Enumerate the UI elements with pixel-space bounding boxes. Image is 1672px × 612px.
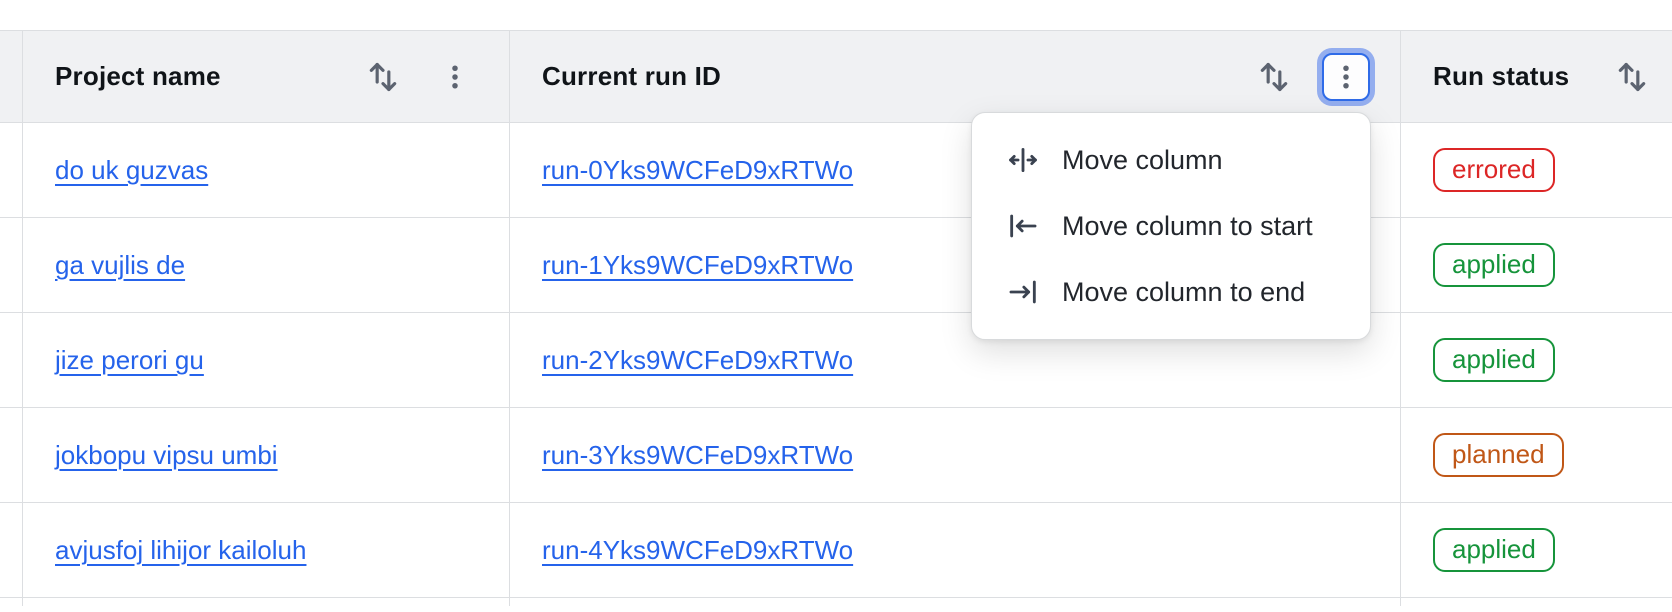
row-gutter [0, 123, 23, 217]
page-top-margin [0, 0, 1672, 30]
run-id-link[interactable]: run-4Yks9WCFeD9xRTWo [542, 534, 854, 565]
table-row: ga vujlis de run-1Yks9WCFeD9xRTWo applie… [0, 218, 1672, 313]
column-options-menu: Move column Move column to start Move co… [971, 112, 1371, 340]
sort-icon[interactable] [1612, 57, 1652, 97]
runs-table: Project name Current run ID Run status [0, 30, 1672, 606]
run-id-link[interactable]: run-1Yks9WCFeD9xRTWo [542, 249, 854, 280]
kebab-menu-icon-active[interactable] [1322, 52, 1370, 101]
column-label-current-run-id: Current run ID [542, 61, 722, 91]
header-current-run-id: Current run ID [510, 31, 1401, 122]
project-name-link[interactable]: jokbopu vipsu umbi [55, 439, 278, 470]
menu-item[interactable]: Move column to end [972, 259, 1370, 325]
move-column-to-end-icon [1006, 275, 1040, 309]
run-id-link[interactable]: run-0Yks9WCFeD9xRTWo [542, 154, 854, 185]
menu-item-label: Move column [1062, 144, 1223, 175]
run-status-badge: applied [1433, 337, 1555, 383]
move-column-to-start-icon [1006, 209, 1040, 243]
table-header-row: Project name Current run ID Run status [0, 31, 1672, 123]
menu-item-label: Move column to end [1062, 276, 1306, 307]
table-row: jize perori gu run-2Yks9WCFeD9xRTWo appl… [0, 313, 1672, 408]
table-row: do uk guzvas run-0Yks9WCFeD9xRTWo errore… [0, 123, 1672, 218]
row-cell [510, 598, 1401, 606]
menu-item-label: Move column to start [1062, 210, 1313, 241]
kebab-menu-icon[interactable] [431, 53, 479, 101]
menu-item[interactable]: Move column to start [972, 193, 1370, 259]
table-row: avjusfoj lihijor kailoluh run-4Yks9WCFeD… [0, 503, 1672, 598]
next-row-partial [0, 598, 1672, 606]
row-gutter [0, 598, 23, 606]
table-row: jokbopu vipsu umbi run-3Yks9WCFeD9xRTWo … [0, 408, 1672, 503]
row-cell [1401, 598, 1672, 606]
project-name-link[interactable]: ga vujlis de [55, 249, 186, 280]
menu-item[interactable]: Move column [972, 127, 1370, 193]
column-label-project-name: Project name [55, 61, 221, 91]
header-project-name: Project name [23, 31, 510, 122]
header-gutter-cell [0, 31, 23, 122]
run-status-badge: errored [1433, 147, 1555, 193]
move-column-icon [1006, 143, 1040, 177]
row-cell [23, 598, 510, 606]
row-gutter [0, 218, 23, 312]
sort-icon[interactable] [1254, 57, 1294, 97]
project-name-link[interactable]: jize perori gu [55, 344, 204, 375]
run-id-link[interactable]: run-3Yks9WCFeD9xRTWo [542, 439, 854, 470]
header-run-status: Run status [1401, 31, 1672, 122]
row-gutter [0, 503, 23, 597]
run-status-badge: applied [1433, 242, 1555, 288]
table-body: do uk guzvas run-0Yks9WCFeD9xRTWo errore… [0, 123, 1672, 598]
row-gutter [0, 313, 23, 407]
row-gutter [0, 408, 23, 502]
run-id-link[interactable]: run-2Yks9WCFeD9xRTWo [542, 344, 854, 375]
project-name-link[interactable]: avjusfoj lihijor kailoluh [55, 534, 307, 565]
run-status-badge: planned [1433, 432, 1564, 478]
column-label-run-status: Run status [1433, 61, 1570, 91]
project-name-link[interactable]: do uk guzvas [55, 154, 209, 185]
sort-icon[interactable] [363, 57, 403, 97]
run-status-badge: applied [1433, 527, 1555, 573]
